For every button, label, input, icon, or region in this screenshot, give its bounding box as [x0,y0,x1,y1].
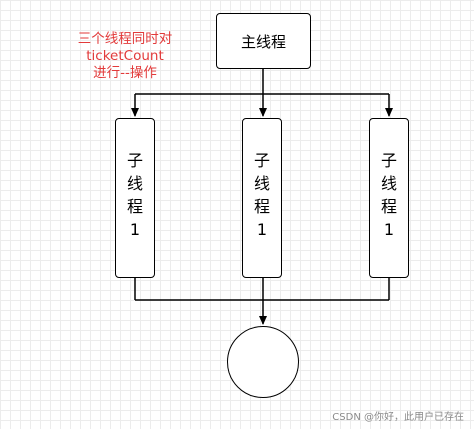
child-thread-char: 1 [383,220,395,239]
annotation-line-1: 三个线程同时对ticketCount [77,31,173,64]
annotation-note: 三个线程同时对ticketCount 进行--操作 [40,31,210,82]
child-thread-char: 线 [126,174,143,193]
csdn-watermark: CSDN @你好，此用户已存在 [332,412,464,423]
child-thread-box-middle: 子 线 程 1 [242,118,282,278]
child-thread-char: 1 [129,220,141,239]
child-thread-box-left: 子 线 程 1 [115,118,155,278]
main-thread-label: 主线程 [240,32,286,51]
child-thread-char: 程 [253,197,270,216]
child-thread-char: 子 [380,151,397,170]
annotation-line-2: 进行--操作 [93,65,157,81]
child-thread-char: 子 [126,151,143,170]
end-node-circle [227,326,299,398]
child-thread-box-right: 子 线 程 1 [369,118,409,278]
child-thread-char: 线 [253,174,270,193]
child-thread-char: 程 [380,197,397,216]
child-thread-char: 子 [253,151,270,170]
child-thread-char: 线 [380,174,397,193]
child-thread-char: 1 [256,220,268,239]
main-thread-box: 主线程 [216,13,311,69]
child-thread-char: 程 [126,197,143,216]
